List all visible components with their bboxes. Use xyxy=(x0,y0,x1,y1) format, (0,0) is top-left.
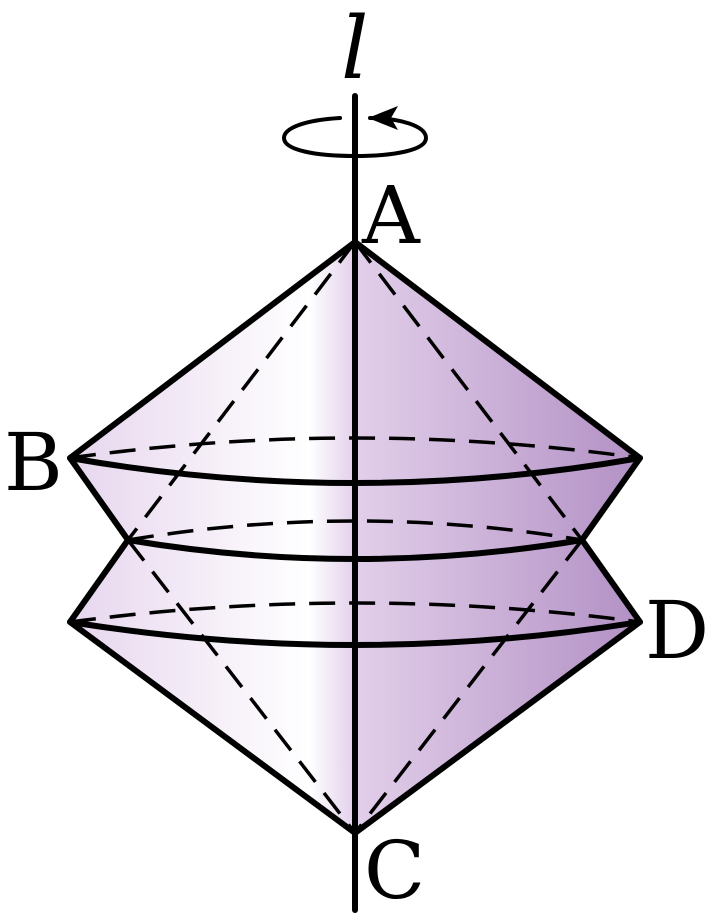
axis-label: l xyxy=(341,0,369,99)
vertex-label-a: A xyxy=(361,169,421,262)
vertex-label-b: B xyxy=(4,416,63,509)
edge-ab-dashed xyxy=(126,240,357,542)
edge-bc-dashed xyxy=(126,538,357,835)
rotation-arrow-icon xyxy=(281,106,429,159)
ring-mid-back-dashed xyxy=(127,519,583,542)
vertex-label-d: D xyxy=(645,584,709,677)
vertex-label-c: C xyxy=(364,824,425,917)
edge-ad-dashed xyxy=(353,240,584,542)
edge-dc-dashed xyxy=(353,538,584,835)
